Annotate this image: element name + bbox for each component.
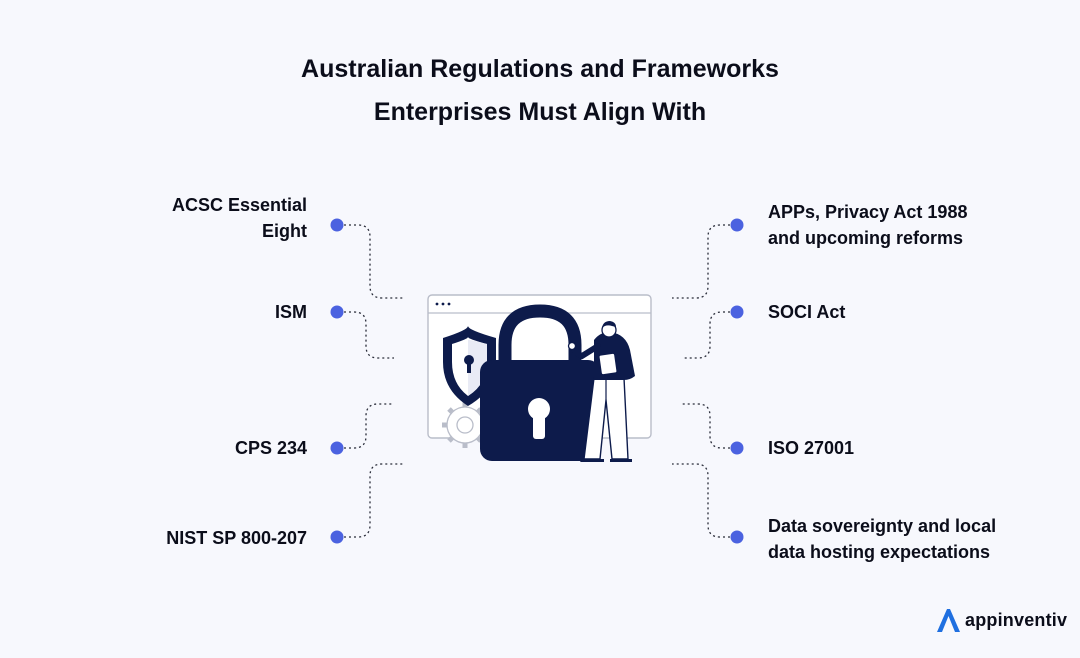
right-label-soci: SOCI Act bbox=[768, 302, 846, 322]
right-label-data: Data sovereignty and local data hosting … bbox=[768, 516, 997, 562]
left-connectors bbox=[344, 224, 404, 538]
dot-data bbox=[730, 530, 744, 544]
connector-dots bbox=[330, 218, 744, 544]
logo-text: appinventiv bbox=[965, 609, 1068, 630]
dot-acsc bbox=[330, 218, 344, 232]
left-label-ism: ISM bbox=[274, 302, 307, 322]
title-line-2: Enterprises Must Align With bbox=[373, 98, 707, 126]
left-label-nist: NIST SP 800-207 bbox=[166, 528, 307, 548]
dot-ism bbox=[330, 305, 344, 319]
dot-apps bbox=[730, 218, 744, 232]
right-label-iso: ISO 27001 bbox=[768, 438, 855, 458]
appinventiv-logo: appinventiv bbox=[934, 606, 1067, 634]
connector-soci bbox=[682, 311, 730, 359]
connector-nist bbox=[344, 463, 404, 538]
connector-acsc bbox=[344, 224, 404, 299]
dot-nist bbox=[330, 530, 344, 544]
security-illustration bbox=[427, 294, 652, 462]
gear-icon bbox=[442, 402, 488, 448]
padlock-icon bbox=[480, 304, 600, 461]
connector-ism bbox=[344, 311, 394, 359]
connector-cps bbox=[344, 403, 394, 449]
right-connectors bbox=[672, 224, 730, 538]
right-label-apps: APPs, Privacy Act 1988 and upcoming refo… bbox=[768, 202, 968, 248]
dot-soci bbox=[730, 305, 744, 319]
dot-cps bbox=[330, 441, 344, 455]
person-icon bbox=[567, 321, 635, 462]
connector-apps bbox=[672, 224, 730, 299]
dot-iso bbox=[730, 441, 744, 455]
appinventiv-logo-icon bbox=[937, 609, 960, 632]
connector-iso bbox=[682, 403, 730, 449]
left-label-cps: CPS 234 bbox=[234, 438, 307, 458]
page-title: Australian Regulations and Frameworks En… bbox=[0, 48, 1080, 134]
connector-data bbox=[672, 463, 730, 538]
title-line-1: Australian Regulations and Frameworks bbox=[301, 55, 779, 83]
left-label-acsc: ACSC Essential Eight bbox=[171, 195, 307, 241]
